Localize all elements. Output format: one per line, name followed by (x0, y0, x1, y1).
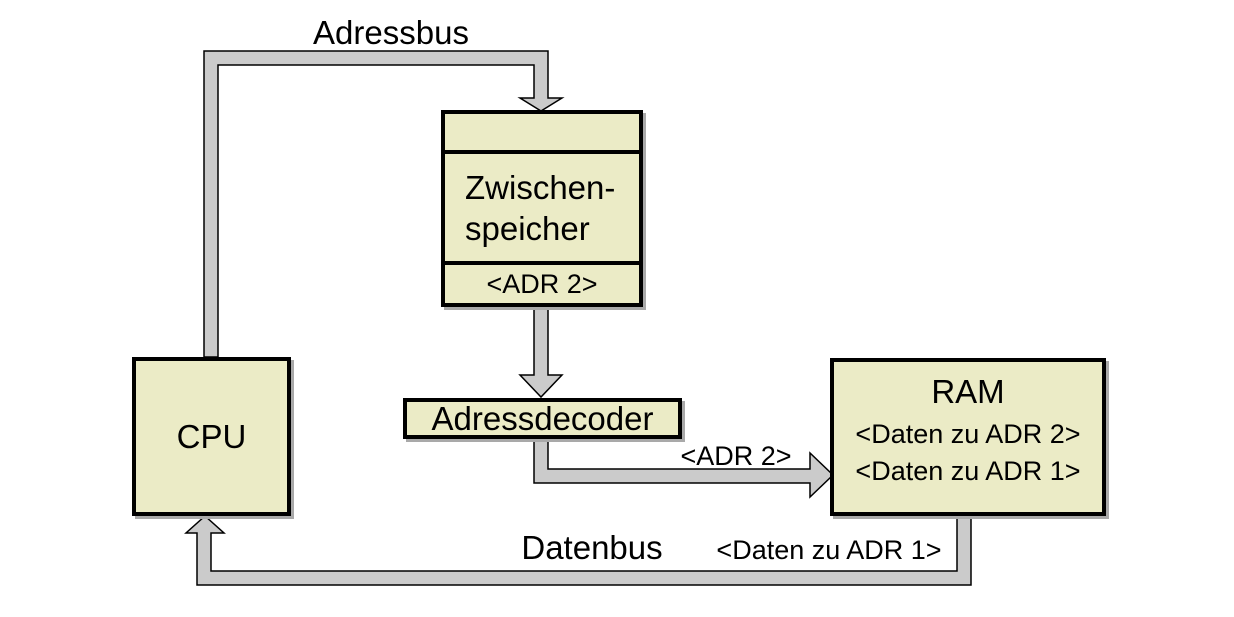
buffer-to-decoder-arrow (518, 306, 564, 399)
ram-entry-adr2: <Daten zu ADR 2> (855, 419, 1081, 449)
data-bus-label: Datenbus (521, 529, 663, 566)
decoder-to-ram-arrow (533, 437, 835, 499)
buffer-label-section: Zwischen- speicher (445, 150, 639, 265)
buffer-label-line1: Zwischen- (465, 169, 616, 206)
buffer-address-tag: <ADR 2> (486, 268, 598, 299)
data-bus-pipe (184, 514, 972, 586)
daten-adr1-bus-tag-label: <Daten zu ADR 1> (716, 535, 942, 565)
cpu-label: CPU (176, 418, 247, 455)
ram-label: RAM (931, 373, 1005, 410)
ram-entry-adr1: <Daten zu ADR 1> (855, 456, 1081, 486)
buffer-box: Zwischen- speicher <ADR 2> (441, 110, 643, 307)
buffer-empty-section (445, 114, 639, 150)
cpu-box: CPU (132, 357, 291, 516)
address-bus-label: Adressbus (313, 14, 469, 51)
buffer-label-line2: speicher (465, 210, 590, 247)
ram-entries: <Daten zu ADR 2> <Daten zu ADR 1> (834, 416, 1102, 490)
address-decoder-label: Adressdecoder (431, 400, 654, 437)
adr2-bus-tag-label: <ADR 2> (680, 441, 792, 471)
ram-box: RAM <Daten zu ADR 2> <Daten zu ADR 1> (830, 358, 1106, 516)
address-decoder-box: Adressdecoder (403, 398, 682, 439)
address-bus-pipe (203, 50, 565, 358)
